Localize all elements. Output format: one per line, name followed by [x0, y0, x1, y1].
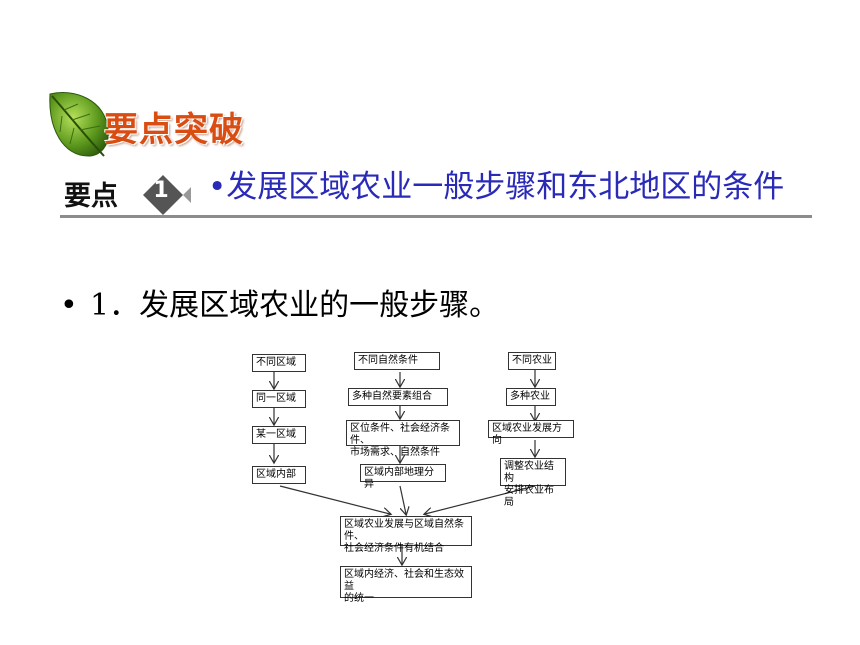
flow-arrows	[250, 370, 580, 603]
bullet-text: 1．发展区域农业的一般步骤。	[90, 288, 500, 323]
keypoint-number: 1	[153, 178, 169, 203]
section-banner-title: 要点突破	[104, 110, 244, 150]
bullet-marker: •	[60, 288, 78, 323]
leaf-icon	[49, 92, 109, 157]
flow-box-adjust-structure: 调整农业结构 安排农业布局	[500, 458, 566, 508]
flow-box-location-conditions: 区位条件、社会经济条件、 市场需求、自然条件	[346, 420, 460, 458]
topic-title: •发展区域农业一般步骤和东北地区的条件	[208, 169, 785, 205]
flow-box-multiple-agriculture: 多种农业	[506, 388, 556, 406]
flow-box-certain-region: 某一区域	[252, 426, 306, 444]
flow-box-different-region: 不同区域	[252, 354, 306, 372]
bullet-item: • 1．发展区域农业的一般步骤。	[60, 280, 499, 324]
flow-box-geo-differentiation: 区域内部地理分异	[360, 464, 446, 490]
flow-box-natural-conditions: 不同自然条件	[354, 352, 440, 370]
flow-box-different-agriculture: 不同农业	[508, 352, 556, 370]
flow-box-natural-elements: 多种自然要素组合	[348, 388, 448, 406]
keypoint-badge-icon	[143, 175, 191, 215]
flow-box-organic-combination: 区域农业发展与区域自然条件、 社会经济条件有机结合	[340, 516, 472, 554]
keypoint-label: 要点	[64, 181, 118, 212]
flow-box-same-region: 同一区域	[252, 390, 306, 408]
flow-box-development-direction: 区域农业发展方向	[488, 420, 574, 446]
flow-box-benefit-unity: 区域内经济、社会和生态效益 的统一	[340, 566, 472, 604]
header-divider	[60, 215, 812, 218]
flow-box-region-interior: 区域内部	[252, 466, 306, 484]
